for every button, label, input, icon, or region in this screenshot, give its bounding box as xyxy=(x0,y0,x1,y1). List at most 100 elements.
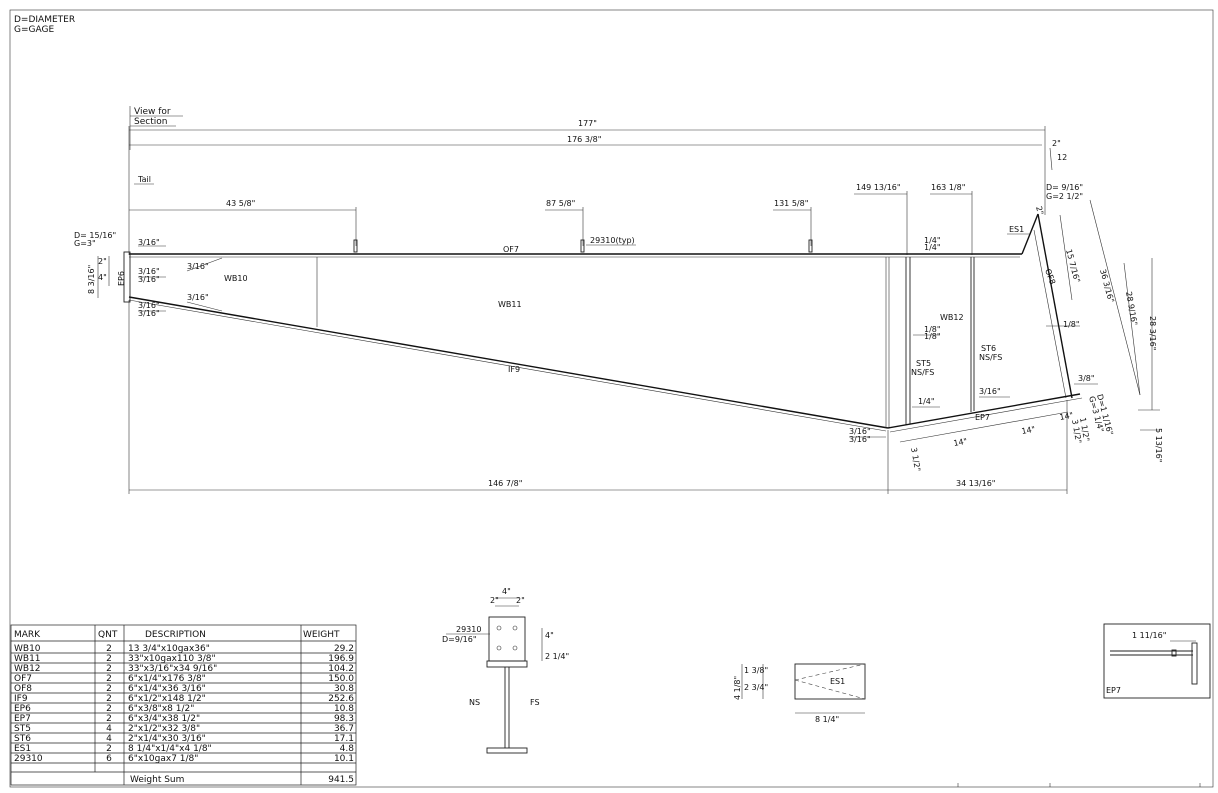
bom-cell: WB12 xyxy=(14,664,41,674)
dim-3-b: 3 1/2" xyxy=(1070,419,1083,444)
weld-9: 3/16" xyxy=(849,435,871,444)
bolt-mark: 29310 xyxy=(456,625,481,634)
part-wb11: WB11 xyxy=(498,300,522,309)
bom-cell: 8 1/4"x1/4"x4 1/8" xyxy=(128,744,212,754)
dim-8-left: 8 3/16" xyxy=(87,265,96,294)
bom-header-weight: WEIGHT xyxy=(303,630,340,640)
dim-146: 146 7/8" xyxy=(488,479,522,488)
weld-8: 3/16" xyxy=(849,427,871,436)
bom-cell: 2 xyxy=(106,684,112,694)
bom-cell: 6"x10gax7 1/8" xyxy=(128,754,198,764)
bolt-fs: FS xyxy=(530,698,540,707)
bom-cell: 2 xyxy=(106,744,112,754)
bom-cell: ST5 xyxy=(14,724,31,734)
weld-4: 3/16" xyxy=(187,262,209,271)
dim-14-a: 14" xyxy=(953,437,968,448)
bom-header-qnt: QNT xyxy=(98,630,118,640)
bom-cell: 2 xyxy=(106,694,112,704)
bom-cell: 13 3/4"x10gax36" xyxy=(128,644,210,654)
weld-7: 3/16" xyxy=(138,309,160,318)
weld-16: 1/8" xyxy=(1063,320,1080,329)
weld-1: 3/16" xyxy=(138,238,160,247)
weld-10: 1/4" xyxy=(924,236,941,245)
sheet-border xyxy=(9,9,1214,788)
weld-2: 3/16" xyxy=(138,267,160,276)
label-g-left: G=3" xyxy=(74,239,96,248)
bom-cell: 6"x3/4"x38 1/2" xyxy=(128,714,200,724)
bom-cell: 104.2 xyxy=(328,664,354,674)
es1-label: ES1 xyxy=(830,677,845,686)
ep7-label: EP7 xyxy=(1106,686,1121,695)
bom-cell: 29.2 xyxy=(334,644,354,654)
bottom-plate-dims: 14" 14" 14" 3 1/2" 3 1/2" 1 1/2" xyxy=(899,411,1091,472)
dim-15: 15 7/16" xyxy=(1064,248,1082,284)
weld-3: 3/16" xyxy=(138,275,160,284)
bom-cell: 2 xyxy=(106,664,112,674)
bom-cell: ST6 xyxy=(14,734,31,744)
dim-4-left: 4" xyxy=(98,273,107,282)
part-ep7: EP7 xyxy=(975,413,990,422)
dim-5: 5 13/16" xyxy=(1154,428,1163,462)
dim-34: 34 13/16" xyxy=(956,479,995,488)
bom-cell: 252.6 xyxy=(328,694,354,704)
weld-5: 3/16" xyxy=(187,293,209,302)
bolt-height: 4" xyxy=(545,631,554,640)
bolt-spacing: 2 1/4" xyxy=(545,652,569,661)
dim-3-a: 3 1/2" xyxy=(909,447,922,472)
label-slope-rise: 2" xyxy=(1052,139,1061,148)
dim-177: 177" xyxy=(578,119,597,128)
dim-36: 36 3/16" xyxy=(1098,268,1116,304)
bom-cell: OF8 xyxy=(14,684,32,694)
bom-cell: IF9 xyxy=(14,694,28,704)
label-slope-run: 12 xyxy=(1057,153,1067,162)
ep7-detail: 1 11/16" EP7 xyxy=(1103,623,1211,699)
weld-6: 3/16" xyxy=(138,301,160,310)
bom-cell: 4 xyxy=(106,734,112,744)
left-depth-dims: 2" 4" 8 3/16" xyxy=(87,256,110,298)
dim-131: 131 5/8" xyxy=(774,199,808,208)
weld-15: 3/16" xyxy=(979,387,1001,396)
bom-cell: 30.8 xyxy=(334,684,354,694)
part-st5: ST5 xyxy=(916,359,931,368)
bolt-ns: NS xyxy=(469,698,480,707)
es1-top: 1 3/8" xyxy=(744,666,768,675)
bom-cell: 6"x1/4"x176 3/8" xyxy=(128,674,206,684)
bom-cell: 33"x10gax110 3/8" xyxy=(128,654,216,664)
label-tail: Tail xyxy=(137,175,151,184)
dim-163: 163 1/8" xyxy=(931,183,965,192)
dim-28-3: 28 3/16" xyxy=(1148,316,1157,350)
part-wb10: WB10 xyxy=(224,274,248,283)
es1-width: 8 1/4" xyxy=(815,715,839,724)
label-bolt-typ: 29310(typ) xyxy=(590,236,635,245)
dim-87: 87 5/8" xyxy=(546,199,575,208)
weld-17: 3/8" xyxy=(1078,374,1095,383)
weld-12: 1/8" xyxy=(924,325,941,334)
bom-cell: WB11 xyxy=(14,654,41,664)
note-diameter: D=DIAMETER xyxy=(14,15,75,25)
bom-cell: 4.8 xyxy=(340,744,355,754)
bom-cell: 98.3 xyxy=(334,714,354,724)
bom-cell: 4 xyxy=(106,724,112,734)
dim-2-right: 2" xyxy=(1034,205,1045,216)
bom-header-description: DESCRIPTION xyxy=(145,630,206,640)
bom-cell: EP7 xyxy=(14,714,31,724)
dim-14-b: 14" xyxy=(1021,425,1036,436)
dim-14-c: 14" xyxy=(1059,411,1074,422)
label-d-right: D= 9/16" xyxy=(1046,183,1083,192)
note-gage: G=GAGE xyxy=(14,25,54,35)
bom-cell: 196.9 xyxy=(328,654,354,664)
label-d-left: D= 15/16" xyxy=(74,231,116,240)
bom-sum-label: Weight Sum xyxy=(130,775,184,785)
part-if9: IF9 xyxy=(508,365,520,374)
part-of7: OF7 xyxy=(503,245,519,254)
part-st6: ST6 xyxy=(981,344,996,353)
part-wb12: WB12 xyxy=(940,313,964,322)
bom-cell: 2 xyxy=(106,704,112,714)
label-g-right: G=2 1/2" xyxy=(1046,192,1083,201)
svg-text:View for: View for xyxy=(134,107,171,117)
bolt-width: 4" xyxy=(502,587,511,596)
bolt-half-b: 2" xyxy=(516,596,525,605)
